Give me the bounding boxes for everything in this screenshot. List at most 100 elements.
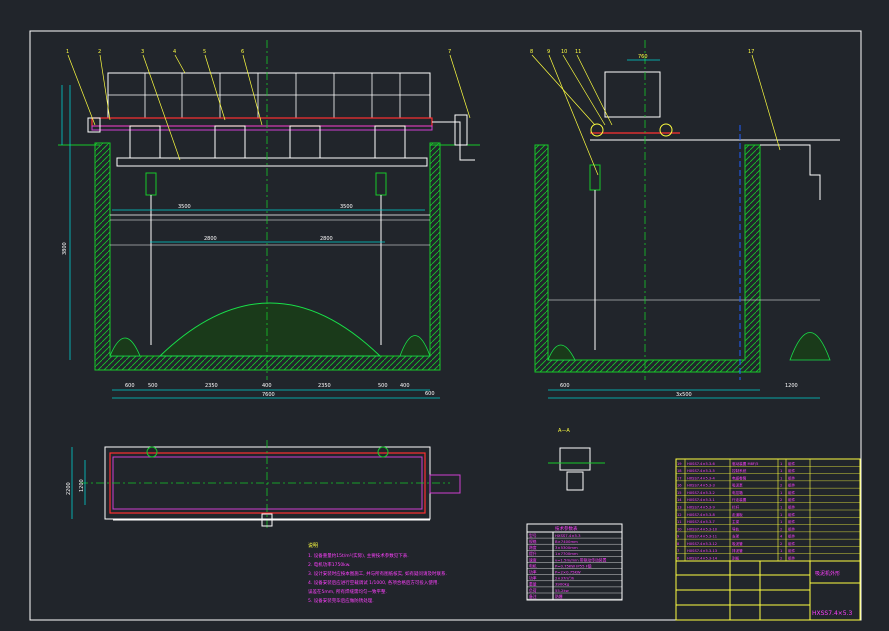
pump-right	[375, 172, 387, 345]
spec-row-label: 跨度	[529, 545, 537, 550]
parts-cell: HXSS7.4×5.3-13	[687, 549, 717, 553]
svg-text:2200: 2200	[66, 482, 72, 495]
parts-cell: 14	[677, 498, 682, 502]
parts-cell: HXSS7.4×5.3-2	[687, 491, 715, 495]
spec-row-label: 备注	[529, 594, 537, 599]
parts-cell: HXSS7.4×5.3-1	[687, 498, 715, 502]
svg-text:2800: 2800	[204, 236, 217, 242]
parts-cell: 1	[780, 549, 782, 553]
parts-cell: 15	[677, 491, 682, 495]
svg-text:3500: 3500	[178, 204, 191, 210]
parts-cell: HXSS7.4×5.3-3	[687, 484, 715, 488]
parts-cell: 栏杆	[732, 505, 740, 510]
front-dimensions	[61, 85, 440, 399]
spec-row-label: 速度	[529, 557, 537, 562]
detail-view: A—A	[548, 428, 605, 491]
svg-text:400: 400	[400, 383, 410, 389]
spec-row-value: 3×5300mm	[555, 545, 578, 550]
spec-row-value: 55.2kw	[555, 588, 569, 593]
title-block: 吸泥机外形 HXSS7.4×5.3	[675, 560, 861, 621]
svg-text:1. 设备重量约15t/m²(实际), 主要技术参数见下表.: 1. 设备重量约15t/m²(实际), 主要技术参数见下表.	[308, 552, 409, 559]
parts-cell: 2	[780, 484, 782, 488]
spec-row-value: 3900kg	[555, 582, 570, 587]
parts-cell: 1	[780, 520, 782, 524]
svg-text:500: 500	[378, 383, 388, 389]
tank-wall-front	[94, 142, 441, 371]
parts-cell: 16	[677, 484, 682, 488]
spec-row-label: 重量	[529, 582, 537, 587]
parts-cell: 2	[780, 527, 782, 531]
parts-cell: 1	[780, 506, 782, 510]
side-section-view: 600 1200 3x500 760 8 9 10 11 17	[530, 40, 840, 399]
parts-cell: 走道板	[732, 512, 743, 517]
parts-cell: 2	[780, 498, 782, 502]
tank-wall-side	[534, 144, 761, 373]
parts-cell: 主梁	[732, 519, 740, 524]
svg-text:2: 2	[98, 49, 101, 55]
parts-cell: 1	[780, 491, 782, 495]
parts-cell: HXSS7.4×5.3-9	[687, 506, 715, 510]
svg-text:5. 设备安装完毕后应做防锈处理.: 5. 设备安装完毕后应做防锈处理.	[308, 597, 374, 604]
sludge-mound	[158, 302, 382, 357]
parts-cell: 13	[677, 506, 682, 510]
parts-cell: 9	[677, 535, 680, 539]
parts-cell: 组件	[788, 497, 796, 502]
svg-text:17: 17	[748, 49, 754, 55]
parts-cell: 17	[677, 476, 682, 480]
svg-text:7600: 7600	[262, 392, 275, 398]
parts-cell: 驱动装置 M8F/5	[732, 461, 758, 466]
svg-text:400: 400	[262, 383, 272, 389]
parts-cell: 组件	[788, 541, 796, 546]
parts-cell: 12	[677, 513, 682, 517]
parts-cell: 8	[677, 542, 680, 546]
parts-cell: 组件	[788, 490, 796, 495]
spec-row-value: HXSS7.4×5.3	[555, 533, 581, 538]
spec-row-label: 提升	[529, 551, 537, 556]
parts-cell: 19	[677, 462, 682, 466]
svg-text:技术参数表: 技术参数表	[555, 525, 578, 532]
svg-text:5: 5	[203, 49, 206, 55]
svg-text:2. 电机功率1750kw.: 2. 电机功率1750kw.	[308, 561, 350, 568]
svg-text:3500: 3500	[340, 204, 353, 210]
spec-row-label: 负荷	[529, 588, 537, 593]
parts-cell: 组件	[788, 556, 796, 561]
svg-text:2350: 2350	[318, 383, 331, 389]
parts-cell: 组件	[788, 526, 796, 531]
parts-cell: 7	[677, 549, 679, 553]
svg-text:7: 7	[448, 49, 451, 55]
parts-cell: 组件	[788, 505, 796, 510]
spec-row-label: 功率	[529, 576, 537, 581]
parts-cell: 10	[677, 527, 682, 531]
svg-text:9: 9	[547, 49, 550, 55]
svg-text:760: 760	[638, 54, 648, 60]
spec-row-value: 2×37m²/h	[555, 576, 575, 581]
parts-cell: 组件	[788, 461, 796, 466]
parts-cell: HXSS7.4×5.3-10	[687, 527, 718, 531]
svg-text:3: 3	[141, 49, 144, 55]
svg-text:2350: 2350	[205, 383, 218, 389]
svg-text:11: 11	[575, 49, 581, 55]
parts-cell: HXSS7.4×5.3-12	[687, 542, 717, 546]
parts-cell: 组件	[788, 483, 796, 488]
svg-text:1: 1	[66, 49, 69, 55]
parts-cell: 1	[780, 469, 782, 473]
parts-cell: 组件	[788, 534, 796, 539]
svg-text:600: 600	[425, 391, 435, 397]
parts-cell: 组件	[788, 548, 796, 553]
spec-row-value: 防爆	[555, 594, 563, 599]
spec-row-value: B×7400mm	[555, 539, 578, 544]
title-block-code: HXSS7.4×5.3	[812, 610, 853, 617]
parts-cell: 电控箱	[732, 490, 743, 495]
svg-text:6: 6	[241, 49, 244, 55]
parts-cell: 组件	[788, 512, 796, 517]
parts-cell: 2	[780, 557, 782, 561]
parts-cell: 1	[780, 476, 782, 480]
svg-text:3x500: 3x500	[676, 392, 692, 398]
parts-cell: HXSS7.4×5.3-7	[687, 520, 715, 524]
parts-cell: 4	[780, 535, 783, 539]
parts-cell: 支架	[732, 534, 740, 539]
side-pump	[589, 164, 601, 191]
